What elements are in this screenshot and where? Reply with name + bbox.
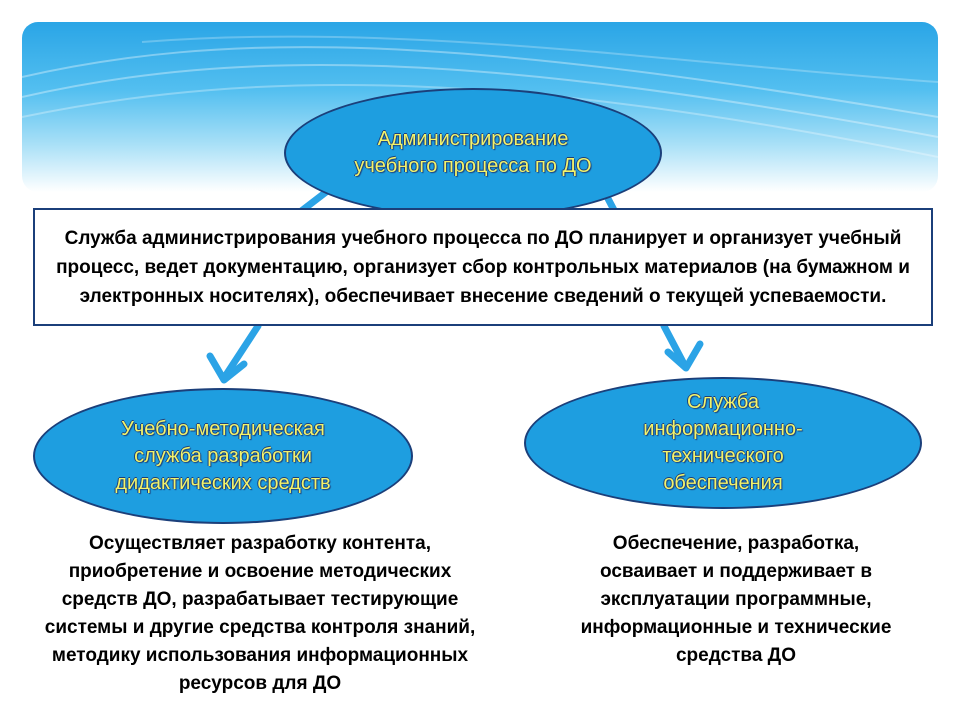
methodical-service-description: Осуществляет разработку контента, приобр…	[44, 533, 476, 694]
node-methodical-service: Учебно-методическая служба разработки ди…	[33, 388, 413, 524]
node-administration: Администрирование учебного процесса по Д…	[284, 88, 662, 218]
banner-waves	[22, 35, 938, 158]
arrowhead-left	[206, 352, 248, 384]
arrow-to-left-node	[220, 322, 262, 382]
node-it-support-service-label: Служба информационно-технического обеспе…	[643, 391, 803, 494]
node-it-support-service: Служба информационно-технического обеспе…	[524, 377, 922, 509]
arrowhead-right	[664, 340, 704, 372]
node-administration-label: Администрирование учебного процесса по Д…	[354, 128, 592, 177]
node-methodical-service-label: Учебно-методическая служба разработки ди…	[115, 417, 331, 494]
it-support-service-description: Обеспечение, разработка, осваивает и под…	[580, 533, 892, 666]
administration-description: Служба администрирования учебного процес…	[56, 227, 910, 307]
administration-description-box: Служба администрирования учебного процес…	[33, 208, 933, 326]
arrow-to-right-node	[660, 322, 688, 368]
